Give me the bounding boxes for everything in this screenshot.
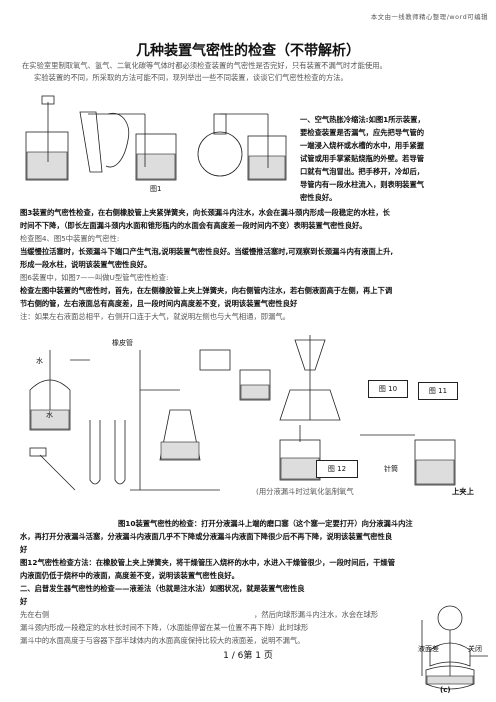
section1-line-4: 试管或用手掌紧贴烧瓶的外壁。若导管	[300, 154, 425, 163]
fig6-line-2: 检查左图中装置的气密性时，首先，在左侧橡胶管上夹上弹簧夹，向右侧管内注水，若右侧…	[20, 286, 393, 295]
figure-12-label: 图 12	[316, 460, 358, 478]
kipp-level-diff-label: 液面差	[418, 645, 439, 653]
fig3-line-1: 图3装置的气密性检查，在右侧橡胶管上夹紧弹簧夹，向长颈漏斗内注水，水会在漏斗颈内…	[20, 208, 390, 217]
fig6-line-4: 注：如果左右液面总相平，右侧开口连于大气，就说明左侧也与大气相通，即漏气。	[20, 312, 290, 321]
fig10-line-2: 水，再打开分液漏斗活塞，分液漏斗内液面几乎不下降或分液漏斗内液面下降很少后不再下…	[20, 532, 393, 541]
last-line-1b: ，然后向球形漏斗内注水，水会在球形	[254, 610, 379, 619]
fig12-line-2: 内液面仍低于烧杯中的液面，高度差不变，说明该装置气密性良好。	[20, 571, 239, 580]
figures-apparatus-group	[29, 335, 456, 491]
section1-line-2: 要检查装置是否漏气，应先把导气管的	[300, 128, 425, 137]
section1-line-3: 一端浸入烧杯或水槽的水中，用手紧握	[300, 141, 425, 150]
watermark: 本文由一线教师精心整理/word可编辑	[370, 14, 488, 21]
kipp-generator-figure	[421, 605, 488, 690]
section1-line-5: 口就有气泡冒出。把手移开，冷却后，	[300, 167, 425, 176]
fig6-line-1: 图6装置中，如图7——叫做U型管气密性检查:	[20, 273, 169, 282]
intro-line-1: 在实验室里制取氧气、氢气、二氧化碳等气体时都必须检查装置的气密性是否完好，只有装…	[22, 61, 387, 70]
fig6-line-3: 节右侧的管，左右液面总有高度差，且一段时间内高度差不变，说明该装置气密性良好	[20, 299, 298, 308]
overlap-tail: 上夹上	[452, 487, 474, 496]
fig45-line-3: 形成一段水柱，说明该装置气密性良好。	[20, 260, 152, 269]
label-rubber-tube: 橡皮管	[112, 339, 133, 347]
fig10-line-3: 好	[20, 545, 28, 554]
fig45-line-1: 检查图4、图5中装置的气密性:	[20, 234, 120, 243]
fig3-line-2: 时间不下降，（即长左面漏斗颈内水面和锥形瓶内的水面会有高度差一段时间内不变）表明…	[20, 221, 367, 230]
section2-line-1: 二、启普发生器气密性的检查——液差法（也就是注水法）如图状况，就是装置气密性良	[20, 584, 305, 593]
last-line-3: 漏斗中的水面高度于与容器下部半球体内的水面高度保持比较大的液面差，说明不漏气。	[20, 636, 305, 645]
last-line-2: 漏斗颈内形成一段稳定的水柱长时间不下降，（水面能停留在某一位置不再下降）此时球形	[20, 623, 309, 632]
section1-line-6: 导管内有一段水柱流入，则表明装置气	[300, 180, 425, 189]
section1-line-7: 密性良好。	[300, 193, 337, 202]
kipp-closed-label: 关闭	[468, 645, 482, 653]
figure-11-label: 图 11	[418, 382, 458, 400]
fig10-line-1: 图10装置气密性的检查：打开分液漏斗上端的磨口塞（这个塞一定要打开）向分液漏斗内…	[118, 519, 413, 528]
figure-10-label: 图 10	[368, 380, 408, 398]
figure-1-apparatus	[25, 95, 287, 181]
fig45-line-2: 当缓慢拉活塞时，长颈漏斗下端口产生气泡,说明装置气密性良好。当缓慢推活塞时,可观…	[20, 247, 394, 256]
page-title: 几种装置气密性的检查（不带解析）	[136, 43, 360, 59]
overlap-note: (用分液漏斗时过氧化氢制氧气	[256, 487, 354, 496]
section2-line-2: 好	[20, 597, 28, 606]
figure-1-label: 图1	[150, 185, 162, 193]
section1-line-1: 一、空气热胀冷缩法:如图1所示装置，	[300, 115, 425, 124]
intro-line-2: 实验装置的不同，所采取的方法可能不同，现列举出一些不同装置，谈谈它们气密性检查的…	[34, 73, 348, 82]
label-water-2: 水	[46, 411, 53, 419]
last-line-1a: 先在右侧	[20, 610, 50, 619]
fig12-line-1: 图12气密性检查方法：在橡胶管上夹上弹簧夹，将干燥管压入烧杯的水中，水进入干燥管…	[20, 558, 395, 567]
label-water-1: 水	[36, 357, 43, 365]
page-footer: 1 / 6第 1 页	[223, 651, 273, 661]
kipp-c-label: (c)	[440, 686, 451, 694]
label-syringe: 针筒	[384, 465, 398, 473]
